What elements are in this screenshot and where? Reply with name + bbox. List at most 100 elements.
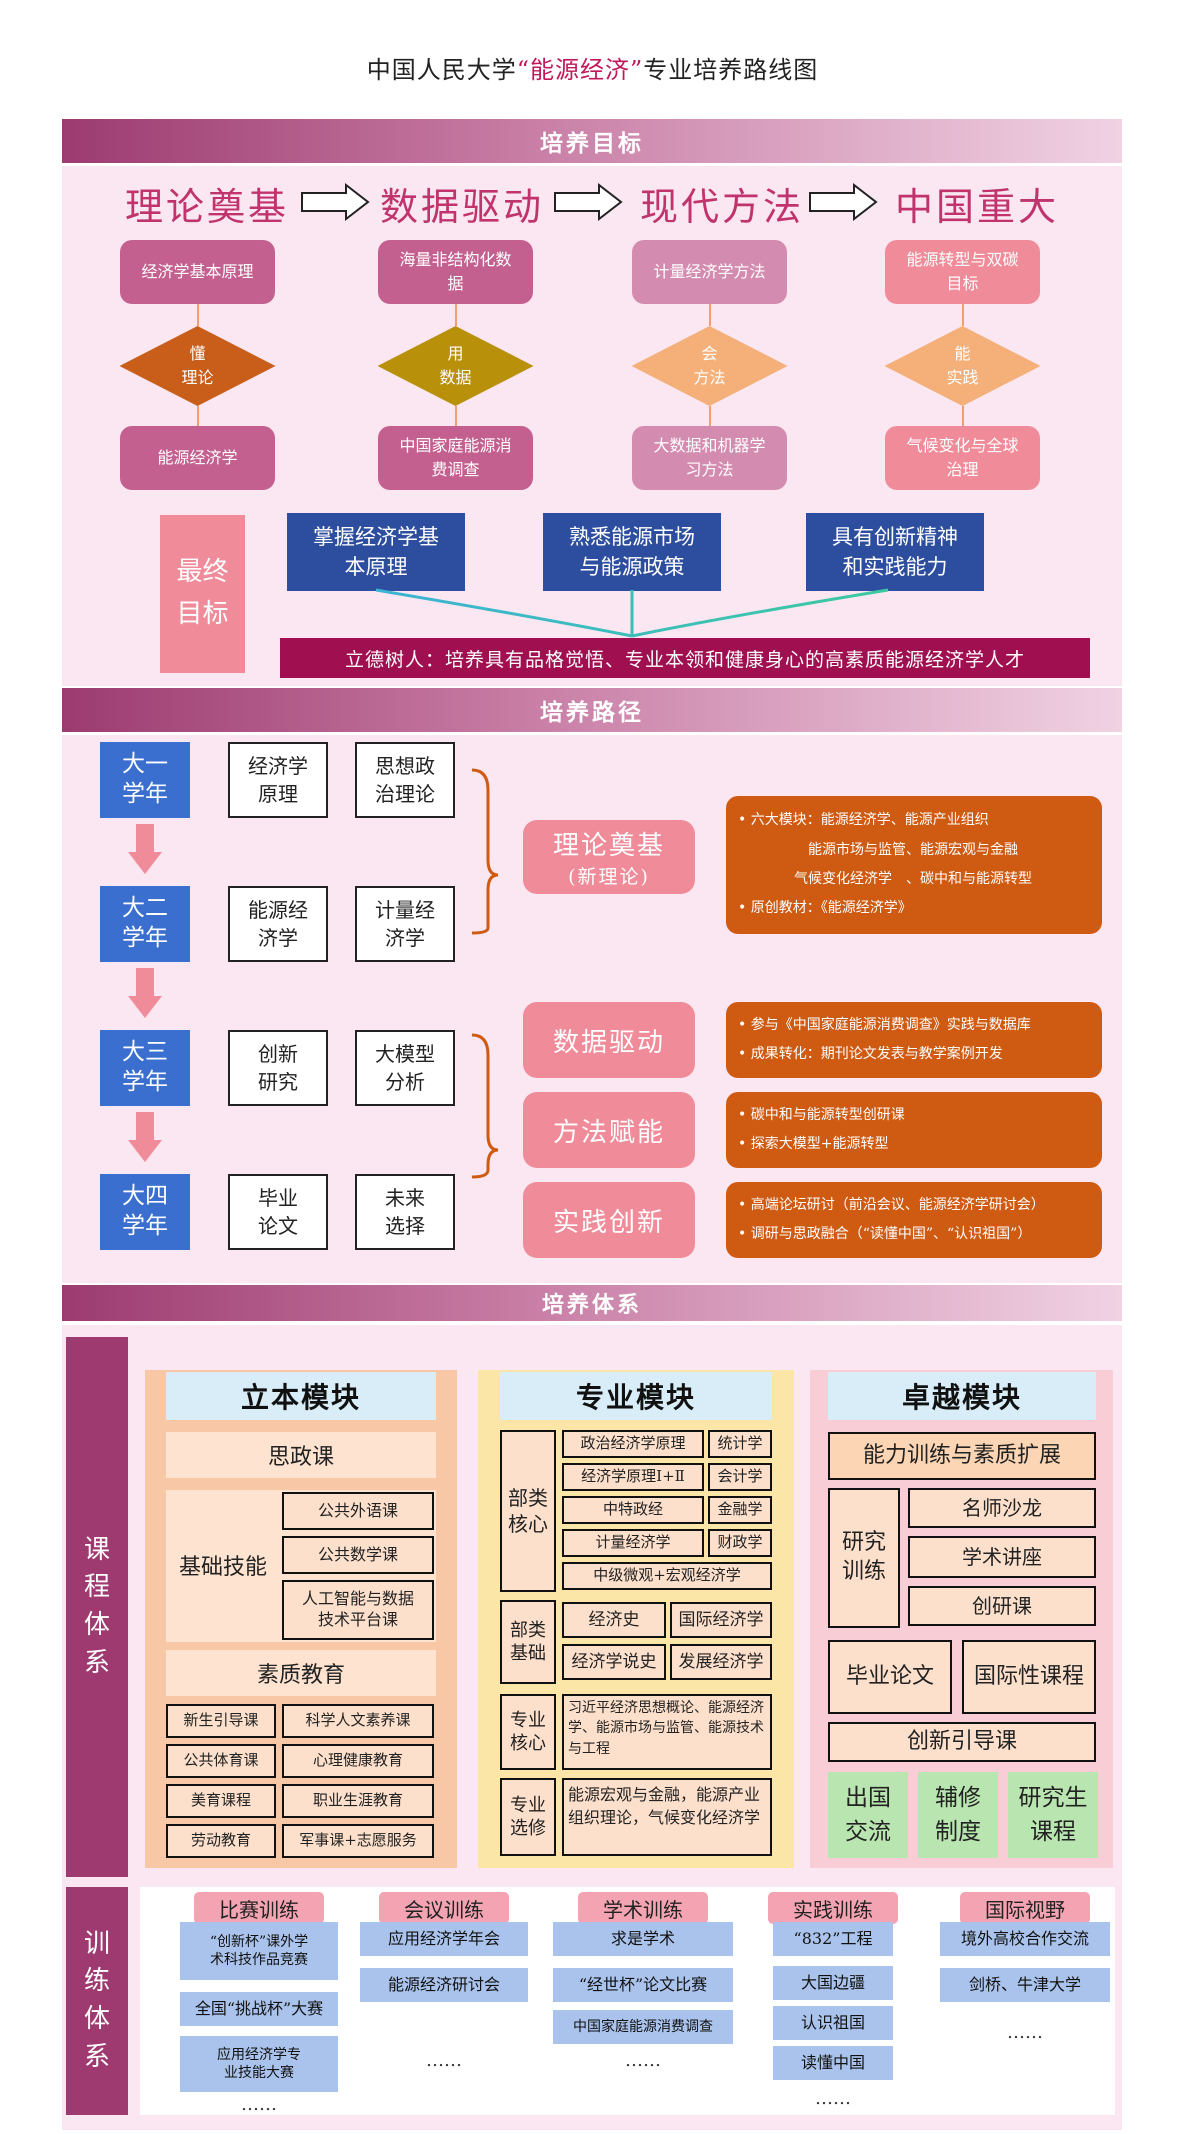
train-3-more: …… [625,2049,661,2071]
pillar-4-line-1: • 高端论坛研讨（前沿会议、能源经济学研讨会） [738,1196,1045,1213]
g3-label: 专业 核心 [500,1694,556,1770]
g3-text: 习近平经济思想概论、能源经济学、能源市场与监管、能源技术与工程 [562,1694,772,1770]
pillar-3-details: • 碳中和与能源转型创研课• 探索大模型+能源转型 [726,1092,1102,1168]
research-item-3: 创研课 [908,1586,1096,1626]
train-4-item-1: “832”工程 [773,1922,893,1956]
g1-item-2-a: 经济学原理Ⅰ+Ⅱ [562,1463,704,1491]
page-title: 中国人民大学“能源经济”专业培养路线图 [0,50,1185,85]
g1-item-1-b: 统计学 [708,1430,772,1458]
stage-3-line-a [708,304,711,326]
zhuanye-title: 专业模块 [500,1372,772,1420]
train-system-label: 训 练 体 系 [66,1887,128,2115]
suzhi-item-8: 军事课+志愿服务 [282,1824,434,1858]
g1-item-3-a: 中特政经 [562,1496,704,1524]
suzhi-item-6: 职业生涯教育 [282,1784,434,1818]
pillar-3-line-2: • 探索大模型+能源转型 [738,1136,889,1152]
suzhi-item-2: 科学人文素养课 [282,1704,434,1738]
final-goal-label: 最终 目标 [160,515,245,673]
train-5-item-2: 剑桥、牛津大学 [940,1968,1110,2002]
jichu-item-1: 公共外语课 [282,1492,434,1530]
pillar-4-details: • 高端论坛研讨（前沿会议、能源经济学研讨会）• 调研与思政融合（“读懂中国”、… [726,1182,1102,1258]
pillar-3: 方法赋能 [523,1092,695,1168]
stage-2-line-b [454,406,457,426]
research-item-1: 名师沙龙 [908,1488,1096,1528]
jichu-item-2: 公共数学课 [282,1536,434,1574]
g4-text: 能源宏观与金融，能源产业组织理论，气候变化经济学 [562,1778,772,1856]
g1-item-4-a: 计量经济学 [562,1529,704,1557]
train-4-title: 实践训练 [768,1892,898,1924]
suzhi-item-1: 新生引导课 [166,1704,276,1738]
final-goal-connectors [375,588,889,638]
g1-label: 部类 核心 [500,1430,556,1592]
final-goal-3: 具有创新精神 和实践能力 [806,513,984,591]
title-highlight: “能源经济” [516,56,644,84]
stage-1-top: 经济学基本原理 [120,240,275,304]
stage-1-line-b [196,406,199,426]
stage-4-line-a [961,304,964,326]
train-5-item-1: 境外高校合作交流 [940,1922,1110,1956]
train-1-title: 比赛训练 [194,1892,324,1924]
suzhi-item-3: 公共体育课 [166,1744,276,1778]
year-2-course-1: 能源经 济学 [228,886,328,962]
course-system-label: 课 程 体 系 [66,1337,128,1877]
year-arrow-2 [128,968,162,1018]
year-2: 大二 学年 [100,886,190,962]
train-3-item-3: 中国家庭能源消费调查 [553,2010,733,2044]
stage-1-bottom: 能源经济学 [120,426,275,490]
stage-2-top: 海量非结构化数 据 [378,240,533,304]
train-4-item-4: 读懂中国 [773,2046,893,2080]
pillar-1: 理论奠基 (新理论) [523,820,695,894]
stage-1-line-a [196,304,199,326]
liben-title: 立本模块 [166,1372,436,1420]
pillar-1-sub: (新理论) [568,866,650,888]
g4-label: 专业 选修 [500,1778,556,1856]
system-bar-label: 培养体系 [541,1292,642,1318]
ability-box: 能力训练与素质扩展 [828,1432,1096,1480]
year-3-course-2: 大模型 分析 [355,1030,455,1106]
year-1: 大一 学年 [100,742,190,818]
pillar-1-line-2: 能源市场与监管、能源宏观与金融 [738,841,1018,858]
train-3-title: 学术训练 [578,1892,708,1924]
stage-4-top: 能源转型与双碳 目标 [885,240,1040,304]
train-3-item-1: 求是学术 [553,1922,733,1956]
pillar-3-label: 方法赋能 [552,1117,665,1148]
stage-arrow-1 [301,183,370,221]
stage-4-word: 中国重大 [895,185,1060,229]
zhuoyue-title: 卓越模块 [828,1372,1096,1420]
stage-3-top: 计量经济学方法 [632,240,787,304]
year-1-course-1: 经济学 原理 [228,742,328,818]
pillar-1-label: 理论奠基 [552,831,665,861]
pillar-1-line-4: • 原创教材：《能源经济学》 [738,900,912,917]
green-item-1: 出国 交流 [828,1772,908,1858]
train-1-item-1: “创新杯”课外学 术科技作品竞赛 [180,1922,338,1980]
pillar-4: 实践创新 [523,1182,695,1258]
g1-item-2-b: 会计学 [708,1463,772,1491]
year-arrow-1 [128,824,162,874]
suzhi-label: 素质教育 [166,1650,436,1696]
g2-item-1-a: 经济史 [562,1602,666,1638]
stage-arrow-2 [554,183,623,221]
g2-item-2-b: 发展经济学 [670,1644,772,1680]
pillar-2-line-2: • 成果转化：期刊论文发表与教学案例开发 [738,1046,1003,1062]
summary-banner: 立德树人：培养具有品格觉悟、专业本领和健康身心的高素质能源经济学人才 [280,638,1090,678]
year-4: 大四 学年 [100,1174,190,1250]
green-item-2: 辅修 制度 [918,1772,998,1858]
sizheng-course: 思政课 [166,1432,436,1478]
stage-2-word: 数据驱动 [380,185,545,229]
stage-3-word: 现代方法 [640,185,805,229]
thesis-box: 毕业论文 [828,1640,952,1714]
stage-4-line-b [961,406,964,426]
pillar-1-line-3: 气候变化经济学 、碳中和与能源转型 [738,871,1032,887]
pillar-4-label: 实践创新 [552,1207,665,1238]
system-section-bar: 培养体系 [62,1285,1122,1321]
train-1-more: …… [241,2093,277,2115]
pillar-2-line-1: • 参与《中国家庭能源消费调查》实践与数据库 [738,1016,1031,1033]
suzhi-item-5: 美育课程 [166,1784,276,1818]
train-1-item-2: 全国“挑战杯”大赛 [180,1992,338,2026]
g1-item-4-b: 财政学 [708,1529,772,1557]
g1-item-1-a: 政治经济学原理 [562,1430,704,1458]
title-suffix: 专业培养路线图 [643,56,819,84]
year-arrow-3 [128,1112,162,1162]
train-2-more: …… [426,2049,462,2071]
path-section-bar: 培养路径 [62,688,1122,732]
